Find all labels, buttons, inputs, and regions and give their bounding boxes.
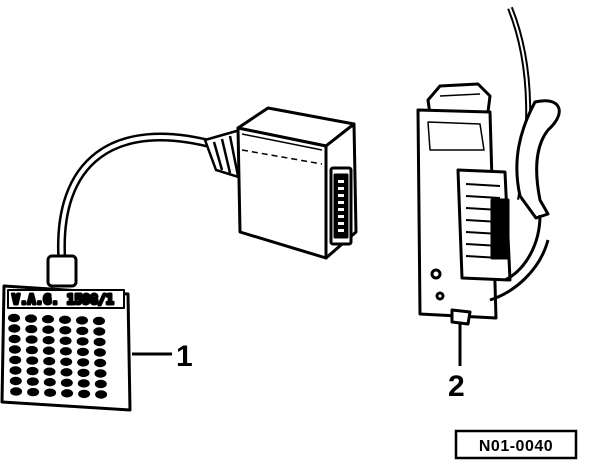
led (43, 367, 56, 376)
led (93, 316, 105, 326)
led (43, 357, 56, 366)
led (78, 389, 91, 399)
led (10, 387, 23, 396)
led (9, 355, 22, 365)
led (94, 379, 107, 389)
led (25, 335, 38, 344)
led (76, 316, 88, 325)
figure-code: N01-0040 (479, 438, 553, 455)
led (77, 368, 90, 378)
led (25, 324, 38, 334)
led (42, 315, 54, 324)
led (8, 345, 21, 354)
led (93, 327, 106, 336)
led (94, 369, 107, 378)
led (26, 366, 39, 376)
adapter-plug (236, 106, 358, 260)
led (9, 376, 22, 386)
led (8, 313, 20, 323)
led-grid (8, 313, 108, 399)
led (77, 379, 90, 388)
vehicle-connector (416, 6, 561, 326)
led (44, 388, 57, 397)
test-box-cable-plug (46, 254, 78, 288)
led (95, 390, 108, 399)
led (76, 337, 89, 346)
led (60, 378, 73, 387)
led (25, 345, 38, 355)
led (94, 358, 107, 368)
test-box: V.A.G. 1598/1 (0, 254, 132, 412)
led (77, 358, 90, 367)
led (25, 314, 37, 323)
led (59, 315, 71, 324)
led (93, 337, 106, 347)
led (26, 356, 39, 365)
led (76, 326, 89, 336)
led (60, 357, 73, 366)
led (8, 324, 21, 333)
led (60, 368, 73, 377)
led (9, 366, 22, 375)
test-box-label-plate (7, 289, 125, 309)
led (42, 325, 55, 334)
test-box-label: V.A.G. 1598/1 (12, 293, 114, 308)
led (93, 348, 106, 357)
led (59, 347, 72, 356)
led (43, 378, 56, 387)
led (42, 346, 55, 355)
figure-code-box (454, 429, 578, 460)
led (59, 326, 72, 335)
led (76, 347, 89, 357)
led (61, 389, 74, 398)
led (59, 336, 72, 345)
led (27, 387, 40, 397)
led (8, 334, 21, 344)
callout-2: 2 (448, 370, 465, 403)
cable (56, 132, 220, 267)
led (26, 377, 39, 386)
callout-1: 1 (176, 340, 193, 373)
led (42, 336, 55, 345)
